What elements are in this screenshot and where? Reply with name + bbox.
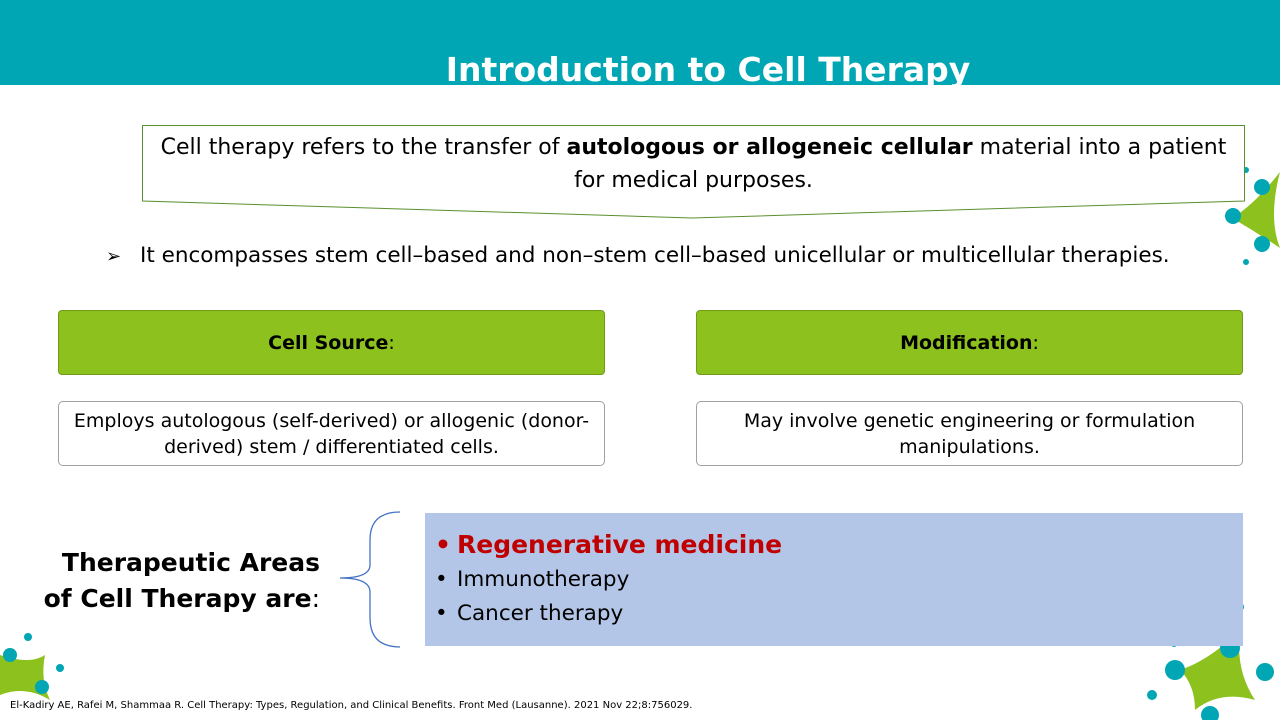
cell-source-colon: : <box>388 331 395 354</box>
definition-text: Cell therapy refers to the transfer of a… <box>152 131 1235 197</box>
bullet-dot-icon: • <box>435 601 448 626</box>
area-cancer: Cancer therapy <box>457 601 624 626</box>
therapeutic-areas-label-bold: Therapeutic Areas of Cell Therapy are <box>43 548 320 613</box>
modification-description-box: May involve genetic engineering or formu… <box>696 401 1243 466</box>
definition-bold: autologous or allogeneic cellular <box>566 135 973 160</box>
modification-heading-box: Modification: <box>696 310 1243 375</box>
bullet-dot-icon: • <box>435 530 451 559</box>
therapeutic-areas-colon: : <box>311 584 320 613</box>
header-bar <box>0 0 1280 85</box>
curly-brace-icon <box>339 511 401 648</box>
therapeutic-areas-label: Therapeutic Areas of Cell Therapy are: <box>40 545 320 617</box>
therapeutic-areas-list: •Regenerative medicine •Immunotherapy •C… <box>425 513 1243 631</box>
slide-title: Introduction to Cell Therapy <box>445 50 971 85</box>
modification-description: May involve genetic engineering or formu… <box>743 409 1196 458</box>
arrow-bullet-icon: ➢ <box>106 246 122 267</box>
definition-callout: Cell therapy refers to the transfer of a… <box>142 125 1245 220</box>
molecule-decoration-bottom-left <box>0 633 64 700</box>
therapeutic-areas-box: •Regenerative medicine •Immunotherapy •C… <box>425 513 1243 646</box>
encompasses-bullet: ➢ It encompasses stem cell–based and non–… <box>106 240 1170 273</box>
definition-after: material into a patient for medical purp… <box>574 135 1227 193</box>
cell-source-heading-box: Cell Source: <box>58 310 605 375</box>
cell-source-description-box: Employs autologous (self-derived) or all… <box>58 401 605 466</box>
area-regenerative: Regenerative medicine <box>457 530 783 559</box>
list-item: • Immunotherapy <box>435 563 1243 597</box>
area-immunotherapy: Immunotherapy <box>457 567 630 592</box>
cell-source-description: Employs autologous (self-derived) or all… <box>73 409 590 458</box>
bullet-dot-icon: • <box>435 567 448 592</box>
cell-source-heading: Cell Source <box>268 331 389 354</box>
list-item: •Regenerative medicine <box>435 527 1243 563</box>
molecule-decoration-top-right <box>1225 167 1280 265</box>
encompasses-text: It encompasses stem cell–based and non–s… <box>140 243 1170 268</box>
citation: El-Kadiry AE, Rafei M, Shammaa R. Cell T… <box>10 700 693 711</box>
definition-before: Cell therapy refers to the transfer of <box>160 135 567 160</box>
modification-heading: Modification <box>900 331 1033 354</box>
list-item: • Cancer therapy <box>435 597 1243 631</box>
callout-shape <box>142 125 1245 219</box>
modification-colon: : <box>1032 331 1039 354</box>
